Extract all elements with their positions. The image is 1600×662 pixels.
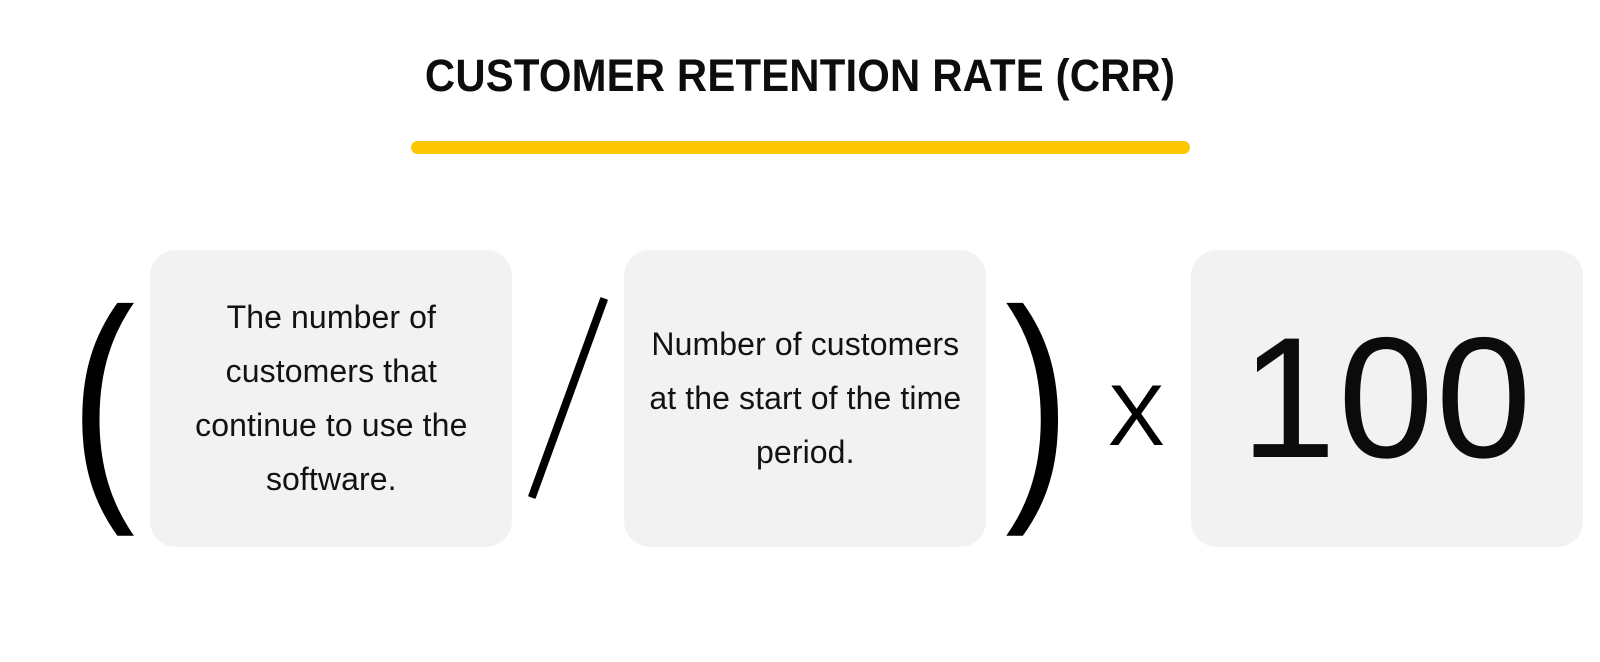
numerator-box: The number of customers that continue to…	[150, 249, 513, 547]
divide-slash-icon	[528, 297, 609, 499]
divide-symbol	[512, 250, 624, 547]
page-title: CUSTOMER RETENTION RATE (CRR)	[424, 50, 1176, 101]
multiplier-value: 100	[1240, 302, 1534, 494]
multiplier-box: 100	[1190, 249, 1583, 547]
title-underline-bar	[411, 141, 1190, 154]
denominator-box: Number of customers at the start of the …	[624, 249, 987, 547]
numerator-text: The number of customers that continue to…	[195, 299, 468, 497]
header: CUSTOMER RETENTION RATE (CRR)	[0, 0, 1600, 99]
denominator-text: Number of customers at the start of the …	[649, 326, 962, 470]
formula-expression: ( The number of customers that continue …	[0, 248, 1600, 548]
multiply-symbol: X	[1107, 368, 1165, 464]
